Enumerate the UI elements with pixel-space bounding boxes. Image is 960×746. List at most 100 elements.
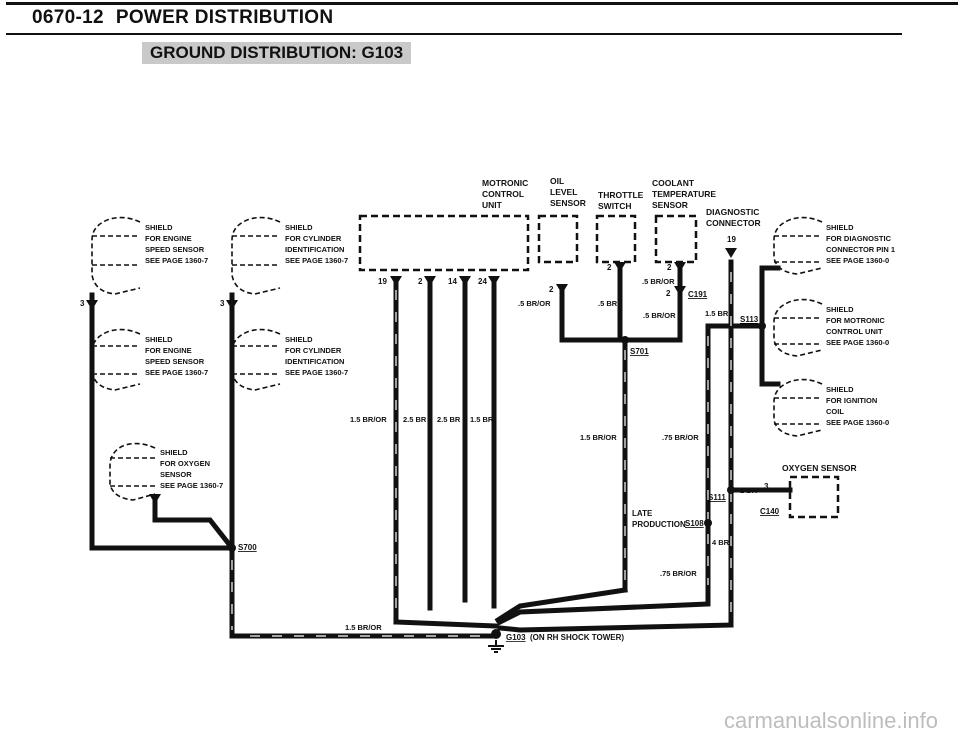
shield-outlines <box>91 216 823 501</box>
wire-labels: 1.5 BR/OR 2.5 BR 2.5 BR 1.5 BR .5 BR/OR … <box>345 277 758 632</box>
coolant-label-1: COOLANT <box>652 178 695 188</box>
speed-pin-3: 3 <box>80 299 85 308</box>
wire-label-coolant: .5 BR/OR <box>642 277 675 286</box>
pin-24: 24 <box>478 277 487 286</box>
pin-2: 2 <box>418 277 423 286</box>
splice-s113: S113 <box>740 315 759 324</box>
diag-label-1: DIAGNOSTIC <box>706 207 759 217</box>
oil-pin-2: 2 <box>549 285 554 294</box>
wire-label-2: 2.5 BR <box>403 415 427 424</box>
shield-speed-top-2: FOR ENGINE <box>145 234 192 243</box>
shield-ignition-3: COIL <box>826 407 844 416</box>
wire-harness <box>89 259 793 639</box>
ground-note: (ON RH SHOCK TOWER) <box>530 633 624 642</box>
coolant-pin-2: 2 <box>667 263 672 272</box>
pin-arrows <box>86 248 737 504</box>
throttle-pin-2: 2 <box>607 263 612 272</box>
shield-diag-3: CONNECTOR PIN 1 <box>826 245 895 254</box>
shield-diag-1: SHIELD <box>826 223 854 232</box>
shield-ignition-1: SHIELD <box>826 385 854 394</box>
throttle-switch-box <box>595 214 637 264</box>
shield-speed-top-4: SEE PAGE 1360-7 <box>145 256 208 265</box>
ground-symbol <box>488 640 504 653</box>
splice-labels: S113 S701 S700 S111 S108 C191 C140 <box>238 290 780 552</box>
shield-motronic-2: FOR MOTRONIC <box>826 316 885 325</box>
shield-diag-4: SEE PAGE 1360-0 <box>826 256 889 265</box>
splice-s701: S701 <box>630 347 649 356</box>
motronic-label-3: UNIT <box>482 200 503 210</box>
wire-label-s108-low: .75 BR/OR <box>660 569 697 578</box>
header-bottom-rule <box>6 33 902 35</box>
shield-cyl-top-1: SHIELD <box>285 223 313 232</box>
wire-label-oxygen: 1 BR <box>740 486 758 495</box>
wire-label-s113-out: .75 BR/OR <box>662 433 699 442</box>
pin-19: 19 <box>378 277 387 286</box>
shield-ignition-4: SEE PAGE 1360-0 <box>826 418 889 427</box>
shield-cyl-top-2: FOR CYLINDER <box>285 234 342 243</box>
throttle-label-1: THROTTLE <box>598 190 644 200</box>
coolant-label-2: TEMPERATURE <box>652 189 716 199</box>
diag-label-2: CONNECTOR <box>706 218 761 228</box>
shield-motronic-3: CONTROL UNIT <box>826 327 883 336</box>
connector-c191: C191 <box>688 290 708 299</box>
shield-diag-2: FOR DIAGNOSTIC <box>826 234 892 243</box>
shield-cyl-bottom-4: SEE PAGE 1360-7 <box>285 368 348 377</box>
ground-label: G103 (ON RH SHOCK TOWER) <box>506 633 624 642</box>
shield-motronic-1: SHIELD <box>826 305 854 314</box>
diagram-subtitle: GROUND DISTRIBUTION: G103 <box>142 42 412 64</box>
splice-dots <box>228 322 766 639</box>
shield-cyl-bottom-2: FOR CYLINDER <box>285 346 342 355</box>
shield-cyl-bottom-1: SHIELD <box>285 335 313 344</box>
splice-s111: S111 <box>708 493 726 502</box>
cyl-pin-3: 3 <box>220 299 225 308</box>
page-number: 0670-12 <box>32 7 104 28</box>
shield-cyl-bottom-3: IDENTIFICATION <box>285 357 344 366</box>
shield-cyl-top-3: IDENTIFICATION <box>285 245 344 254</box>
late-production-note: LATE PRODUCTION <box>632 509 686 529</box>
wire-label-4: 1.5 BR <box>470 415 494 424</box>
shield-speed-bottom-4: SEE PAGE 1360-7 <box>145 368 208 377</box>
motronic-label-1: MOTRONIC <box>482 178 528 188</box>
wire-label-oil: .5 BR/OR <box>518 299 551 308</box>
header-top-rule <box>6 2 958 5</box>
motronic-label-2: CONTROL <box>482 189 524 199</box>
wire-label-s700: 1.5 BR/OR <box>345 623 382 632</box>
late-production-1: LATE <box>632 509 653 518</box>
shield-oxygen-3: SENSOR <box>160 470 192 479</box>
splice-s700: S700 <box>238 543 257 552</box>
pin-numbers: 19 2 14 24 2 2 2 2 19 3 3 3 <box>80 235 769 491</box>
wire-label-s113: 1.5 BR <box>705 309 729 318</box>
shield-speed-top-1: SHIELD <box>145 223 173 232</box>
wire-label-s701: 1.5 BR/OR <box>580 433 617 442</box>
pin-14: 14 <box>448 277 457 286</box>
oxy-pin-3: 3 <box>764 482 769 491</box>
shield-ignition-2: FOR IGNITION <box>826 396 877 405</box>
oxygen-sensor-label: OXYGEN SENSOR <box>782 463 857 473</box>
shield-speed-top-3: SPEED SENSOR <box>145 245 205 254</box>
wire-label-s108: 4 BR <box>712 538 730 547</box>
oil-level-sensor-box <box>537 214 579 264</box>
shield-oxygen-4: SEE PAGE 1360-7 <box>160 481 223 490</box>
coolant-label-3: SENSOR <box>652 200 688 210</box>
component-labels: MOTRONIC CONTROL UNIT OIL LEVEL SENSOR T… <box>482 176 857 473</box>
oil-label-2: LEVEL <box>550 187 577 197</box>
wire-highlights <box>231 272 732 637</box>
shield-speed-bottom-3: SPEED SENSOR <box>145 357 205 366</box>
connector-c140: C140 <box>760 507 780 516</box>
oxygen-sensor-box <box>788 475 840 519</box>
oil-label-1: OIL <box>550 176 564 186</box>
wire-label-3: 2.5 BR <box>437 415 461 424</box>
shield-speed-bottom-1: SHIELD <box>145 335 173 344</box>
oil-label-3: SENSOR <box>550 198 586 208</box>
shield-labels: SHIELD FOR ENGINE SPEED SENSOR SEE PAGE … <box>145 223 895 490</box>
shield-motronic-4: SEE PAGE 1360-0 <box>826 338 889 347</box>
wire-label-c191: .5 BR/OR <box>643 311 676 320</box>
shield-speed-bottom-2: FOR ENGINE <box>145 346 192 355</box>
shield-oxygen-2: FOR OXYGEN <box>160 459 210 468</box>
wire-label-throttle: .5 BR <box>598 299 618 308</box>
watermark: carmanualsonline.info <box>723 708 938 733</box>
throttle-label-2: SWITCH <box>598 201 632 211</box>
